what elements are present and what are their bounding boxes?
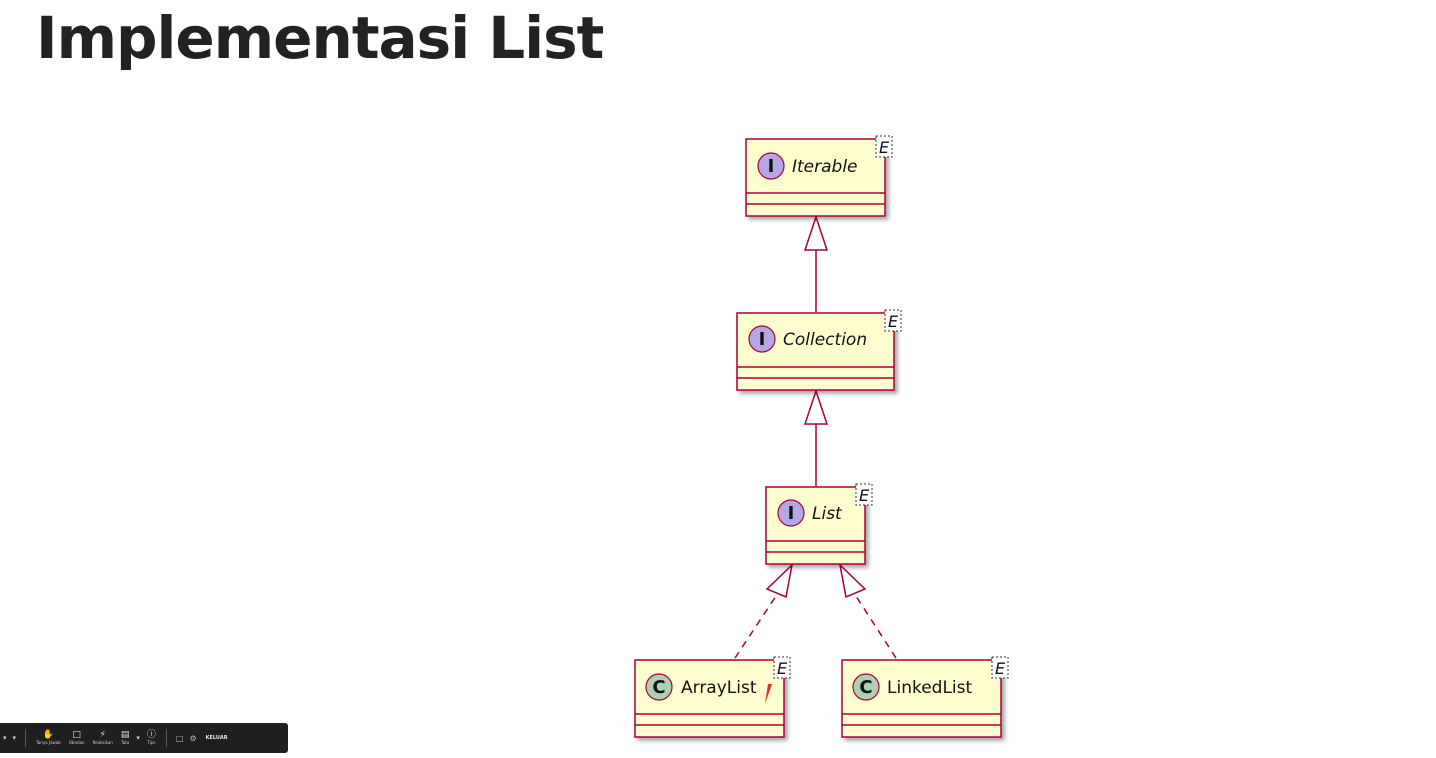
meeting-toolbar: ▾ ▾ ✋ Tanya Jawab □ Obrolan ⚡ Reaksikan …	[0, 723, 288, 753]
square-icon[interactable]: □	[175, 733, 184, 743]
inheritance-arrowhead	[803, 388, 829, 425]
stereotype-letter: C	[652, 677, 665, 698]
class-name: List	[812, 504, 843, 524]
info-icon: ⓘ	[146, 730, 156, 740]
exit-button[interactable]: KELUAR	[205, 735, 228, 741]
class-box-list: I List E	[765, 483, 873, 565]
generic-parameter-box	[991, 656, 1009, 679]
interface-icon	[748, 325, 776, 353]
relations	[734, 214, 897, 659]
generic-parameter-box	[884, 309, 902, 332]
class-name: LinkedList	[887, 678, 973, 698]
relation-linkedlist-list	[851, 589, 897, 659]
class-box-linkedlist: C LinkedList E	[841, 656, 1009, 738]
chevron-down-icon[interactable]: ▾	[3, 734, 7, 742]
chat-icon: □	[72, 730, 81, 740]
generic-parameter: E	[777, 659, 788, 678]
chevron-down-icon[interactable]: ▾	[136, 734, 140, 742]
realization-arrowhead	[838, 562, 867, 599]
toolbar-divider	[165, 729, 167, 747]
realization-arrowhead	[765, 562, 794, 599]
toolbar-label: Reaksikan	[92, 740, 113, 745]
class-icon	[645, 673, 673, 701]
relation-arraylist-list	[734, 589, 781, 659]
toolbar-label: Tata	[120, 740, 130, 745]
reaction-icon: ⚡	[99, 730, 106, 740]
chevron-down-icon[interactable]: ▾	[12, 734, 17, 742]
toolbar-info-button[interactable]: ⓘ Tips	[143, 730, 160, 746]
generic-parameter: E	[859, 486, 870, 505]
toolbar-reaction-button[interactable]: ⚡ Reaksikan	[89, 730, 117, 746]
toolbar-view-button[interactable]: ▤ Tata	[117, 730, 134, 746]
toolbar-label: Obrolan	[68, 740, 85, 745]
stereotype-letter: I	[759, 329, 766, 350]
toolbar-chat-button[interactable]: □ Obrolan	[65, 730, 89, 746]
class-box-arraylist: C ArrayList E	[634, 656, 791, 738]
class-name: ArrayList	[681, 678, 757, 698]
class-box-iterable: I Iterable E	[745, 135, 893, 217]
stereotype-letter: I	[788, 503, 795, 524]
generic-parameter-box	[855, 483, 873, 506]
interface-icon	[757, 152, 785, 180]
hand-icon: ✋	[42, 730, 55, 740]
class-icon	[852, 673, 880, 701]
class-name: Collection	[783, 330, 867, 350]
toolbar-label: Tanya Jawab	[36, 740, 61, 745]
generic-parameter: E	[995, 659, 1006, 678]
generic-parameter: E	[888, 312, 899, 331]
stereotype-letter: C	[859, 677, 872, 698]
generic-parameter-box	[773, 656, 791, 679]
generic-parameter-box	[875, 135, 893, 158]
annotation-mark	[765, 684, 772, 704]
toolbar-divider	[25, 729, 27, 747]
stereotype-letter: I	[768, 156, 775, 177]
class-name: Iterable	[792, 157, 858, 177]
toolbar-qa-button[interactable]: ✋ Tanya Jawab	[32, 730, 65, 746]
generic-parameter: E	[879, 138, 890, 157]
toolbar-label: Tips	[147, 740, 156, 745]
view-icon: ▤	[120, 730, 130, 740]
gear-icon[interactable]: ⚙	[189, 733, 197, 743]
slide-title: Implementasi List	[36, 4, 604, 72]
interface-icon	[777, 499, 805, 527]
inheritance-arrowhead	[803, 214, 829, 251]
class-box-collection: I Collection E	[736, 309, 902, 391]
